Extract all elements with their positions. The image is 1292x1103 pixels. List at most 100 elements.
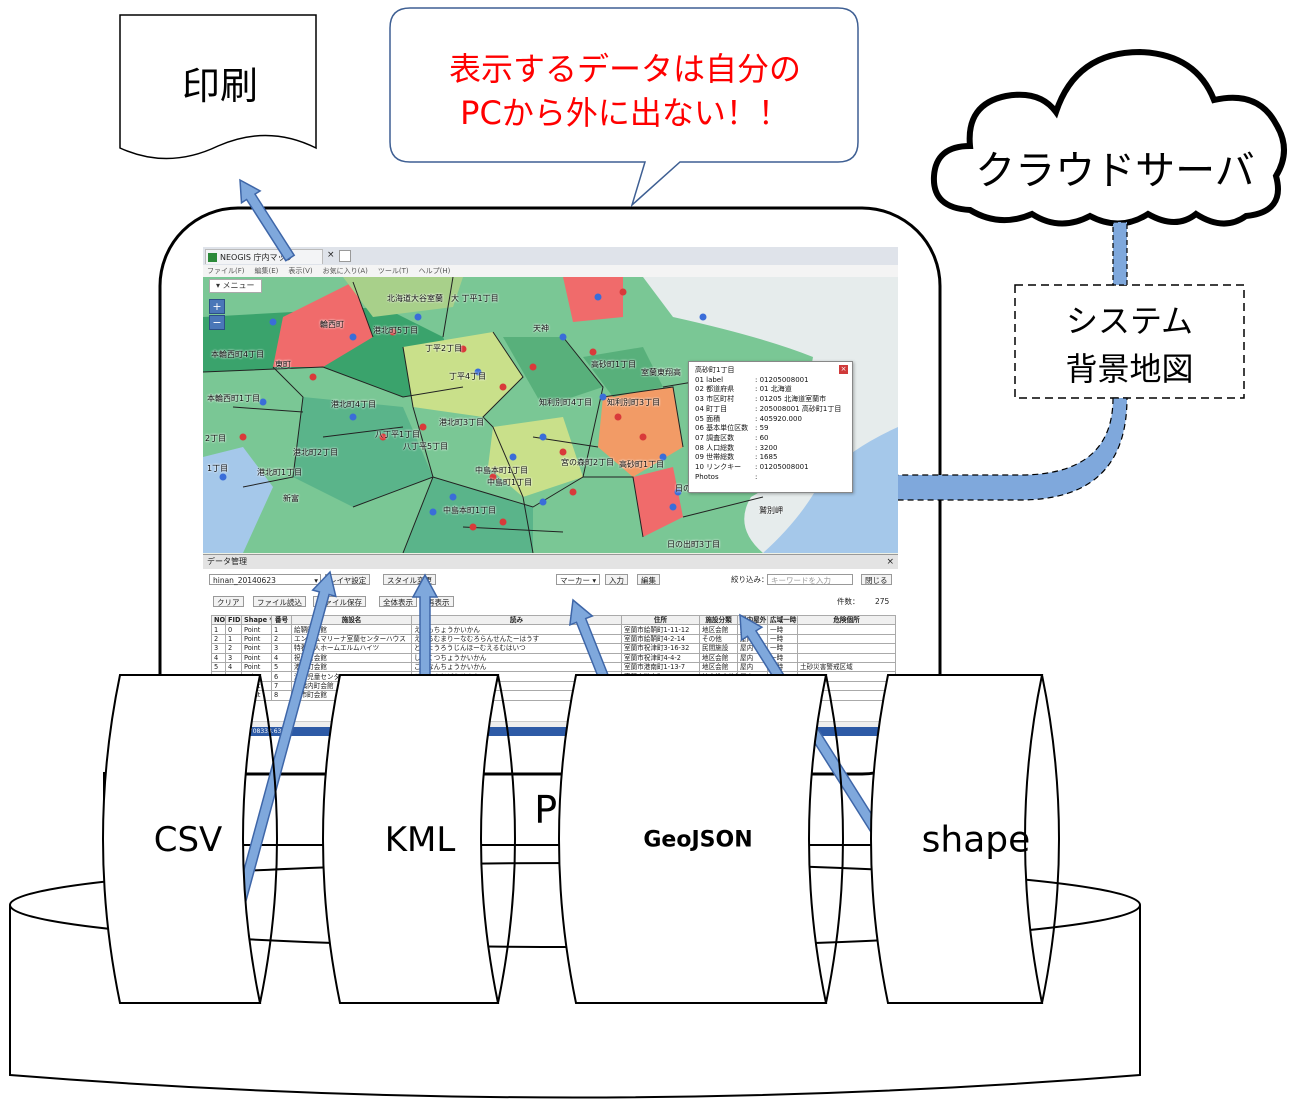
menu-view[interactable]: 表示(V) (288, 267, 313, 275)
zoom-out-button[interactable]: − (209, 315, 225, 330)
style-change-button[interactable]: スタイル変更 (383, 574, 436, 585)
table-cell: 港南児童センター (291, 671, 412, 682)
column-header[interactable]: NO (211, 614, 226, 626)
map-label: 中島本町1丁目 (475, 466, 529, 475)
table-cell: 室蘭市絵鞆町4-2-14 (621, 633, 700, 645)
column-header[interactable]: FID (225, 614, 242, 626)
column-header[interactable]: 施設分類 (699, 614, 738, 626)
basemap-to-screen-arrow (823, 397, 1128, 521)
table-cell: 一時 (767, 643, 798, 654)
panel-titlebar: データ管理 × (203, 555, 898, 569)
table-cell: 4 (211, 652, 226, 663)
new-tab-icon[interactable] (339, 250, 351, 262)
layer-settings-button[interactable]: レイヤ設定 (325, 574, 371, 585)
coordinate-readout: 95383.10833, 708333.63968 (205, 728, 293, 735)
file-load-button[interactable]: ファイル読込 (253, 596, 306, 607)
menu-favorites[interactable]: お気に入り(A) (322, 267, 368, 275)
column-header[interactable]: 危険個所 (797, 614, 896, 626)
table-cell: 民間施設 (699, 643, 738, 654)
table-cell: Point (241, 643, 272, 654)
table-cell: 室蘭市港南町2-8-8 (621, 671, 700, 682)
table-cell: とくようろうじんほーむえるむはいつ (411, 643, 622, 654)
table-cell: 地区会館 (699, 690, 738, 701)
basemap-label-line2: 背景地図 (1065, 350, 1194, 388)
layer-select[interactable]: hinan_20140623▾ (209, 574, 321, 585)
table-cell: 一時 (767, 652, 798, 663)
table-cell: 特養老人ホームエルムハイツ (291, 643, 412, 654)
menu-file[interactable]: ファイル(F) (207, 267, 245, 275)
menu-help[interactable]: ヘルプ(H) (418, 267, 451, 275)
basemap-box (1014, 284, 1245, 399)
table-cell: 室蘭市絵鞆町1-11-12 (621, 624, 700, 635)
table-cell: Point (241, 652, 272, 663)
browser-tab[interactable]: NEOGIS 庁内マップ (205, 249, 323, 264)
count-label: 件数： (837, 597, 860, 606)
popup-value: : 3200 (755, 443, 778, 452)
table-cell (797, 652, 896, 663)
column-header[interactable]: 住所 (621, 614, 700, 626)
app-screen: NEOGIS 庁内マップ × ファイル(F) 編集(E) 表示(V) お気に入り… (203, 247, 898, 736)
column-header[interactable]: Shape * (241, 614, 272, 626)
callout-text-line2: PCから外に出ない！！ (460, 94, 790, 132)
marker-select[interactable]: マーカー ▾ (556, 574, 601, 585)
layer-select-value: hinan_20140623 (213, 576, 276, 585)
app-favicon-icon (208, 253, 217, 262)
menu-tools[interactable]: ツール(T) (377, 267, 409, 275)
map-label: 鷲別岬 (759, 506, 783, 515)
browser-tab-title: NEOGIS 庁内マップ (220, 253, 294, 262)
column-header[interactable]: 施設名 (291, 614, 412, 626)
browser-tabbar: NEOGIS 庁内マップ × (203, 247, 898, 265)
map-label: 2丁目 (205, 434, 227, 443)
popup-close-icon[interactable]: × (839, 365, 848, 374)
map-menu-button[interactable]: ▾ メニュー (209, 279, 262, 293)
file-save-button[interactable]: ファイル保存 (313, 596, 366, 607)
callout-text-line1: 表示するデータは自分の (448, 50, 801, 88)
table-cell: 8 (211, 690, 226, 701)
input-button[interactable]: 入力 (605, 574, 628, 585)
table-cell: 6 (271, 671, 292, 682)
table-cell: 屋内 (737, 633, 768, 645)
menu-edit[interactable]: 編集(E) (254, 267, 279, 275)
clear-button[interactable]: クリア (213, 596, 244, 607)
cloud-server-label: クラウドサーバ (975, 148, 1255, 194)
table-cell: 室蘭市小橋内町1-18-19 (621, 680, 700, 692)
show-all-button[interactable]: 全体表示 (379, 596, 417, 607)
column-header[interactable]: 番号 (271, 614, 292, 626)
map-label: 大 丁平1丁目 (451, 294, 499, 303)
popup-value: : 405920.000 (755, 414, 802, 423)
map-label: 丁平4丁目 (449, 372, 487, 381)
table-cell: Point (241, 624, 272, 635)
panel-close-icon[interactable]: × (886, 557, 894, 567)
edit-button[interactable]: 編集 (637, 574, 660, 585)
filter-input[interactable]: キーワードを入力 (767, 574, 853, 585)
table-cell: 4 (225, 661, 242, 673)
table-cell: Point (241, 680, 272, 692)
map-view[interactable]: ▾ メニュー + − 北海道大谷室蘭 大 丁平1丁目 輪西町 港北町5丁目 本輪… (203, 277, 898, 553)
table-cell: えんるむまりーなむろらんせんたーはうす (411, 633, 622, 645)
popup-value: : 60 (755, 433, 769, 442)
table-cell: えともちょうかいかん (411, 624, 622, 635)
table-cell: 室蘭市港南町1-13-7 (621, 661, 700, 673)
map-label: 港北町2丁目 (293, 448, 339, 457)
popup-row: 04 町丁目: 205008001 高砂町1丁目 (695, 405, 846, 415)
column-header[interactable]: 読み (411, 614, 622, 626)
table-cell (797, 633, 896, 645)
tab-close-icon[interactable]: × (327, 250, 335, 260)
zoom-in-button[interactable]: + (209, 299, 225, 314)
table-cell: 3 (211, 643, 226, 654)
close-panel-button[interactable]: 閉じる (861, 574, 892, 585)
table-cell: 屋内 (737, 690, 768, 701)
table-cell: ますいちちょうかいかん (411, 690, 622, 701)
column-header[interactable]: 広域一時 (767, 614, 798, 626)
panel-title: データ管理 (207, 557, 247, 566)
column-header[interactable]: 屋内屋外 (737, 614, 768, 626)
redisplay-button[interactable]: 再表示 (423, 596, 454, 607)
